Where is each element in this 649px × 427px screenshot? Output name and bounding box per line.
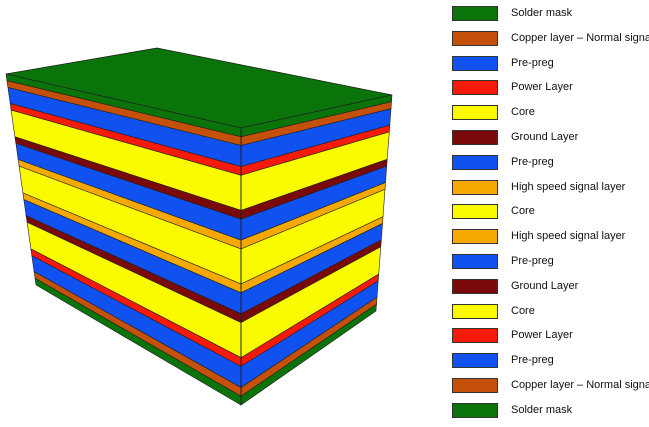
legend-swatch bbox=[452, 278, 498, 294]
legend-label: Pre-preg bbox=[511, 155, 554, 168]
legend-label: Ground Layer bbox=[511, 130, 579, 143]
legend-label: High speed signal layer bbox=[511, 230, 626, 243]
legend-label: Solder mask bbox=[511, 403, 573, 416]
legend-item: Core bbox=[452, 103, 649, 128]
legend-item: High speed signal layer bbox=[452, 178, 649, 203]
legend-item: Pre-preg bbox=[452, 153, 649, 178]
legend-label: Power Layer bbox=[511, 81, 573, 94]
legend-swatch bbox=[452, 303, 498, 319]
legend-item: Ground Layer bbox=[452, 128, 649, 153]
legend-swatch bbox=[452, 179, 498, 195]
legend-swatch bbox=[452, 55, 498, 71]
legend-swatch bbox=[452, 229, 498, 245]
legend-swatch bbox=[452, 105, 498, 121]
legend-swatch bbox=[452, 154, 498, 170]
legend-label: Power Layer bbox=[511, 329, 573, 342]
legend-swatch bbox=[452, 30, 498, 46]
legend-label: Copper layer – Normal signa bbox=[511, 378, 649, 391]
legend-item: Power Layer bbox=[452, 78, 649, 103]
legend-swatch bbox=[452, 402, 498, 418]
legend-swatch bbox=[452, 328, 498, 344]
legend-swatch bbox=[452, 377, 498, 393]
legend-swatch bbox=[452, 353, 498, 369]
legend-label: Pre-preg bbox=[511, 56, 554, 69]
legend-item: Copper layer – Normal signa bbox=[452, 376, 649, 401]
legend-item: Pre-preg bbox=[452, 252, 649, 277]
legend-swatch bbox=[452, 80, 498, 96]
legend-swatch bbox=[452, 129, 498, 145]
legend-label: Core bbox=[511, 304, 535, 317]
legend-label: Core bbox=[511, 106, 535, 119]
legend-item: High speed signal layer bbox=[452, 227, 649, 252]
legend-item: Pre-preg bbox=[452, 351, 649, 376]
legend-item: Copper layer – Normal signa bbox=[452, 29, 649, 54]
legend-item: Ground Layer bbox=[452, 277, 649, 302]
legend-item: Core bbox=[452, 202, 649, 227]
legend-label: Solder mask bbox=[511, 7, 573, 19]
legend-item: Pre-preg bbox=[452, 54, 649, 79]
legend-label: Pre-preg bbox=[511, 354, 554, 367]
legend-label: High speed signal layer bbox=[511, 180, 626, 193]
legend-label: Ground Layer bbox=[511, 279, 579, 292]
legend-label: Pre-preg bbox=[511, 254, 554, 267]
legend-item: Solder mask bbox=[452, 401, 649, 426]
legend-swatch bbox=[452, 6, 498, 21]
legend-item: Core bbox=[452, 302, 649, 327]
legend-label: Copper layer – Normal signa bbox=[511, 31, 649, 44]
legend-swatch bbox=[452, 253, 498, 269]
legend-swatch bbox=[452, 204, 498, 220]
legend-item: Power Layer bbox=[452, 326, 649, 351]
legend-item: Solder mask bbox=[452, 4, 649, 29]
legend-label: Core bbox=[511, 205, 535, 218]
